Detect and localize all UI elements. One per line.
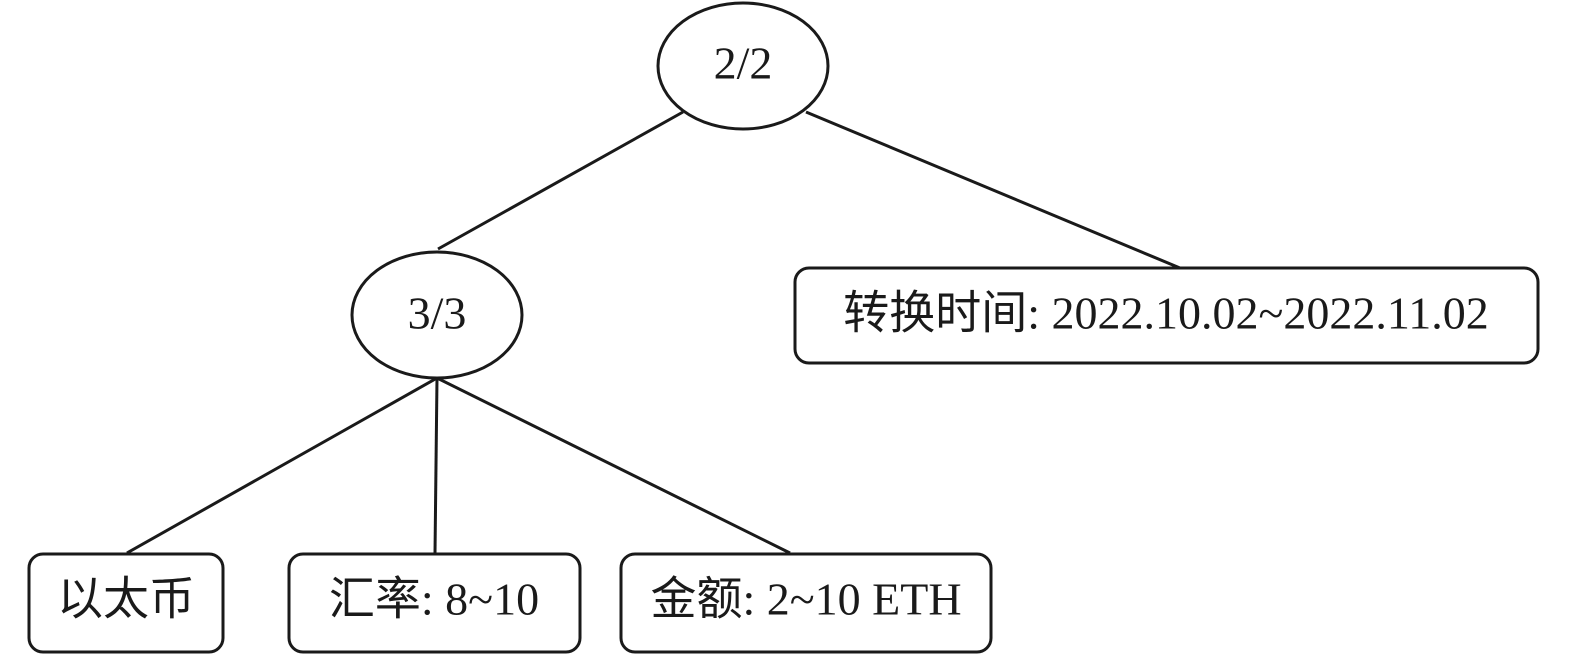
leaf-amount: 金额: 2~10 ETH: [619, 552, 993, 654]
threshold-node-label: 3/3: [408, 288, 467, 339]
leaf-exchange-rate: 汇率: 8~10: [287, 552, 582, 654]
leaf-exchange-rate-label: 汇率: 8~10: [329, 574, 539, 625]
edge-middle-ethereum: [126, 376, 438, 555]
threshold-node: 3/3: [350, 250, 524, 380]
time-leaf: 转换时间: 2022.10.02~2022.11.02: [793, 266, 1540, 365]
edge-middle-rate: [433, 377, 439, 554]
edge-root-middle: [437, 110, 684, 251]
root-node-label: 2/2: [714, 38, 773, 89]
leaf-ethereum: 以太币: [27, 552, 225, 654]
leaf-ethereum-label: 以太币: [57, 574, 195, 625]
time-leaf-label: 转换时间: 2022.10.02~2022.11.02: [843, 288, 1488, 339]
edge-root-time: [805, 110, 1181, 270]
edge-middle-amount: [436, 376, 791, 555]
root-node: 2/2: [656, 1, 830, 131]
leaf-amount-label: 金额: 2~10 ETH: [650, 574, 961, 625]
